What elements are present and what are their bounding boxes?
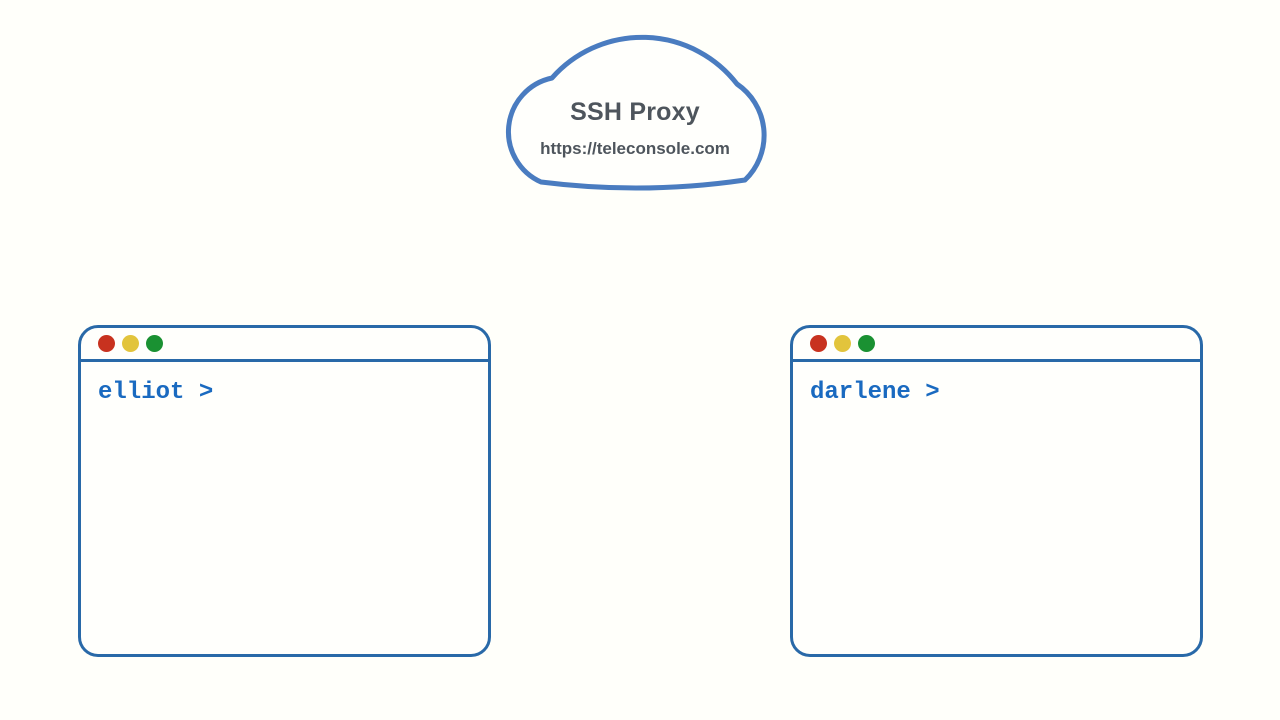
ssh-proxy-title: SSH Proxy: [570, 98, 700, 126]
ssh-proxy-cloud: SSH Proxy https://teleconsole.com: [503, 30, 767, 194]
terminal-window-elliot: elliot >: [78, 325, 491, 657]
terminal-titlebar: [81, 328, 488, 362]
minimize-button-icon: [122, 335, 139, 352]
terminal-body: darlene >: [793, 362, 1200, 408]
terminal-titlebar: [793, 328, 1200, 362]
terminal-window-darlene: darlene >: [790, 325, 1203, 657]
maximize-button-icon: [146, 335, 163, 352]
close-button-icon: [810, 335, 827, 352]
proxy-url-label: https://teleconsole.com: [540, 139, 730, 158]
maximize-button-icon: [858, 335, 875, 352]
cloud-shape-icon: [506, 34, 767, 191]
shell-prompt-darlene: darlene >: [810, 379, 940, 406]
close-button-icon: [98, 335, 115, 352]
terminal-body: elliot >: [81, 362, 488, 408]
minimize-button-icon: [834, 335, 851, 352]
shell-prompt-elliot: elliot >: [98, 379, 214, 406]
